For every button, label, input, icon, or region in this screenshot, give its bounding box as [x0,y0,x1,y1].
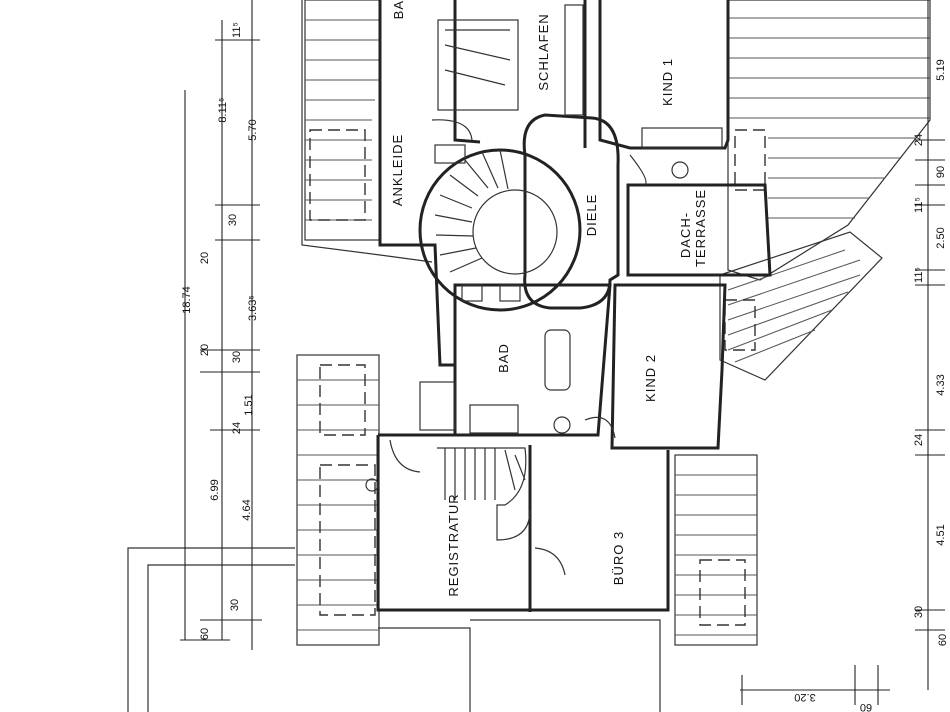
dim-left-a: 8.11⁵ [217,97,229,122]
dim-right-a: 5.19 [935,59,947,80]
dim-right-j: 30 [913,606,925,618]
dim-left-c: 30 [227,214,239,226]
dim-left-g: 30 [231,351,243,363]
room-label-schlafen: SCHLAFEN [536,13,551,90]
dim-right-k: 60 [937,634,949,646]
straight-staircase [437,447,531,541]
roof-area-top-left [304,0,381,241]
room-label-ba-partial: BA [391,0,406,19]
dimension-lines-left [180,0,262,650]
dim-bottom-b: 60 [860,701,872,712]
exterior-walls [301,0,772,612]
dim-right-e: 2.50 [935,227,947,248]
roof-window-outlines [309,129,766,626]
dim-left-l: 30 [229,599,241,611]
dim-right-b: 24 [913,134,925,146]
roof-area-right-diagonal [719,231,883,381]
room-label-registratur: REGISTRATUR [446,493,461,596]
dimension-lines-bottom [740,665,890,705]
dim-left-d: 20 [199,252,211,264]
dim-left-e: 3.63⁵ [247,295,259,321]
dim-left-f: 20 [199,344,211,356]
dim-left-i: 24 [231,422,243,434]
room-label-dachterrasse-2: TERRASSE [693,189,708,267]
dimension-lines-right [915,0,945,690]
room-label-diele: DIELE [584,194,599,237]
terrace-lower-left [127,547,661,712]
room-label-kind2: KIND 2 [643,354,658,402]
hall-curved-walls [522,113,620,310]
roof-area-top-right [727,0,931,281]
dim-bottom-a: 3.20 [794,691,815,703]
dim-left-j: 6.99 [209,479,221,500]
dim-right-c: 90 [935,166,947,178]
dim-left-k: 4.64 [241,499,253,520]
room-label-ankleide: ANKLEIDE [390,134,405,206]
dim-right-g: 4.33 [935,374,947,395]
dim-right-h: 24 [913,434,925,446]
dim-left-total: 18.74 [181,286,193,314]
dim-right-f: 11⁵ [913,267,925,283]
dim-left-b: 5.70 [247,119,259,140]
door-swings [389,119,647,576]
room-label-buero3: BÜRO 3 [611,531,626,585]
roof-area-bottom-left [296,354,380,646]
dim-left-h: 1.51 [243,394,255,415]
furniture-fixtures [365,4,723,492]
spiral-staircase [418,148,582,312]
dim-left-a1: 11⁵ [231,22,243,38]
room-label-dachterrasse-1: DACH- [678,212,693,258]
room-label-bad: BAD [496,343,511,373]
room-label-kind1: KIND 1 [660,58,675,106]
dim-right-d: 11⁵ [913,197,925,213]
dim-left-m: 60 [199,628,211,640]
roof-area-bottom-right [674,454,758,646]
dim-right-i: 4.51 [935,524,947,545]
